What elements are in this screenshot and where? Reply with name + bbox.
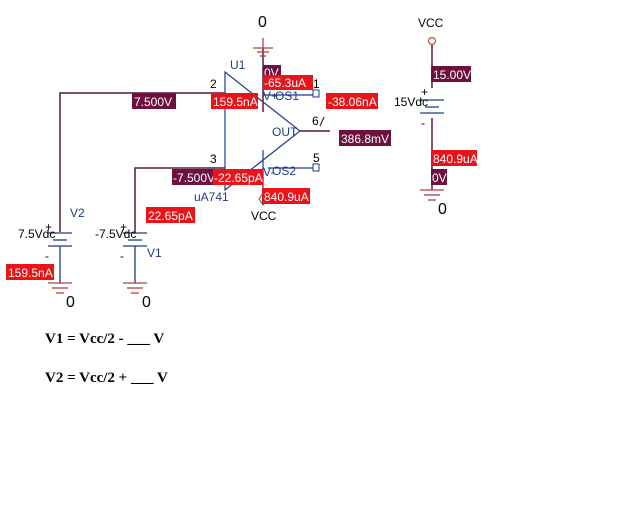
probe-vcc-gnd-voltage-bg xyxy=(431,169,447,185)
vcc-plus-mark: + xyxy=(421,85,428,99)
v2-name: V2 xyxy=(70,206,85,220)
vplus-pin-label: V+ xyxy=(263,89,278,103)
probe-v1-current: 22.65pA xyxy=(148,209,193,223)
os2-terminal xyxy=(312,163,320,172)
probe-inv-current-bg xyxy=(211,93,258,109)
os2-label: OS2 xyxy=(272,164,296,178)
probe-v2-current-bg xyxy=(6,264,54,280)
opamp-model: uA741 xyxy=(194,190,229,204)
out-label: OUT xyxy=(272,125,298,139)
v1-minus-mark: - xyxy=(120,249,124,263)
v2-value: 7.5Vdc xyxy=(18,227,55,241)
vminus-pin-label: V- xyxy=(263,165,274,179)
v1-ground-label: 0 xyxy=(142,294,151,311)
probe-top-gnd-current: -65.3uA xyxy=(264,76,306,90)
v1-source xyxy=(123,232,147,283)
vcc-ground-symbol xyxy=(420,189,444,201)
opamp-ref: U1 xyxy=(230,58,246,72)
probe-os1-current-bg xyxy=(326,93,378,109)
os1-terminal xyxy=(312,89,320,98)
wire-inverting-input xyxy=(59,92,225,232)
os1-label: OS1 xyxy=(275,89,299,103)
probe-vcc-voltage: 15.00V xyxy=(433,68,471,82)
probe-v2-current: 159.5nA xyxy=(8,266,53,280)
probe-inv-current: 159.5nA xyxy=(213,95,258,109)
probe-v1-current-bg xyxy=(146,207,195,223)
probe-vminus-current-bg xyxy=(262,188,310,204)
equation-v2: V2 = Vcc/2 + ___ V xyxy=(45,370,168,386)
probe-vcc-gnd-voltage: 0V xyxy=(432,171,447,185)
v2-plus-mark: + xyxy=(45,220,52,234)
vcc-ground-label: 0 xyxy=(438,201,447,218)
vcc-terminal xyxy=(427,36,437,46)
v2-minus-mark: - xyxy=(45,249,49,263)
pin-3-number: 3 xyxy=(210,152,217,166)
probe-out-voltage-bg xyxy=(339,130,391,146)
probe-vcc-current: 840.9uA xyxy=(433,152,478,166)
probe-noninv-voltage: -7.500V xyxy=(173,171,215,185)
probe-vminus-current: 840.9uA xyxy=(264,190,309,204)
probe-top-gnd-current-bg xyxy=(263,75,313,90)
v2-ground-label: 0 xyxy=(66,294,75,311)
equation-v1: V1 = Vcc/2 - ___ V xyxy=(45,331,165,347)
pin-2-number: 2 xyxy=(210,77,217,91)
probe-noninv-voltage-bg xyxy=(172,169,215,185)
v2-ground-symbol xyxy=(48,282,72,294)
v2-source xyxy=(48,232,72,283)
pin-1-number: 1 xyxy=(313,77,320,91)
probe-noninv-current-bg xyxy=(213,169,263,185)
probe-vcc-current-bg xyxy=(431,150,477,166)
probe-inv-voltage-bg xyxy=(132,93,176,109)
probe-vcc-voltage-bg xyxy=(431,66,471,82)
v1-plus-mark: + xyxy=(120,220,127,234)
wire-noninverting-input xyxy=(134,167,225,233)
v1-name: V1 xyxy=(147,246,162,260)
probe-inv-voltage: 7.500V xyxy=(134,95,172,109)
v1-ground-symbol xyxy=(123,282,147,294)
vcc-minus-mark: - xyxy=(421,116,425,130)
probe-noninv-current: -22.65pA xyxy=(214,171,263,185)
pin-6-number: 6 xyxy=(312,114,319,128)
top-ground-symbol xyxy=(253,38,273,57)
vcc-source xyxy=(420,99,444,114)
probe-out-voltage: 386.8mV xyxy=(341,132,389,146)
out-pin-mark xyxy=(319,116,325,127)
v1-value: -7.5Vdc xyxy=(95,227,136,241)
vcc-label: VCC xyxy=(418,16,444,30)
probe-os1-current: -38.06nA xyxy=(328,95,377,109)
top-ground-label: 0 xyxy=(258,14,267,31)
pin-5-number: 5 xyxy=(313,151,320,165)
opamp-vcc-label: VCC xyxy=(251,209,277,223)
vcc-source-value: 15Vdc xyxy=(394,95,428,109)
